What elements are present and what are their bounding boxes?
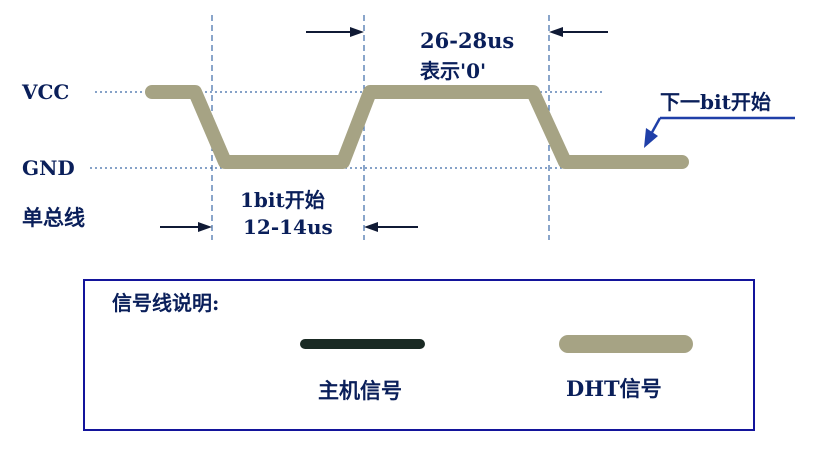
next-bit-label: 下一bit开始	[660, 90, 771, 114]
legend-title: 信号线说明:	[112, 291, 220, 315]
gnd-label: GND	[22, 156, 75, 180]
bus-label: 单总线	[22, 205, 85, 230]
arrow-high-right	[549, 27, 608, 37]
legend-host-label: 主机信号	[318, 378, 402, 403]
legend-box	[83, 279, 755, 431]
next-bit-pointer-arrow	[644, 116, 795, 148]
arrow-bit-start-left	[160, 222, 212, 232]
legend-dht-label: DHT信号	[566, 376, 662, 401]
bit-start-label: 1bit开始	[240, 188, 325, 212]
arrow-high-left	[306, 27, 364, 37]
arrow-bit-start-right	[364, 222, 418, 232]
high-duration-label: 26-28us	[420, 28, 515, 53]
bit-start-duration: 12-14us	[243, 215, 333, 239]
high-meaning-label: 表示'0'	[420, 59, 487, 83]
dht-signal-waveform	[145, 85, 689, 169]
vcc-label: VCC	[22, 80, 70, 104]
